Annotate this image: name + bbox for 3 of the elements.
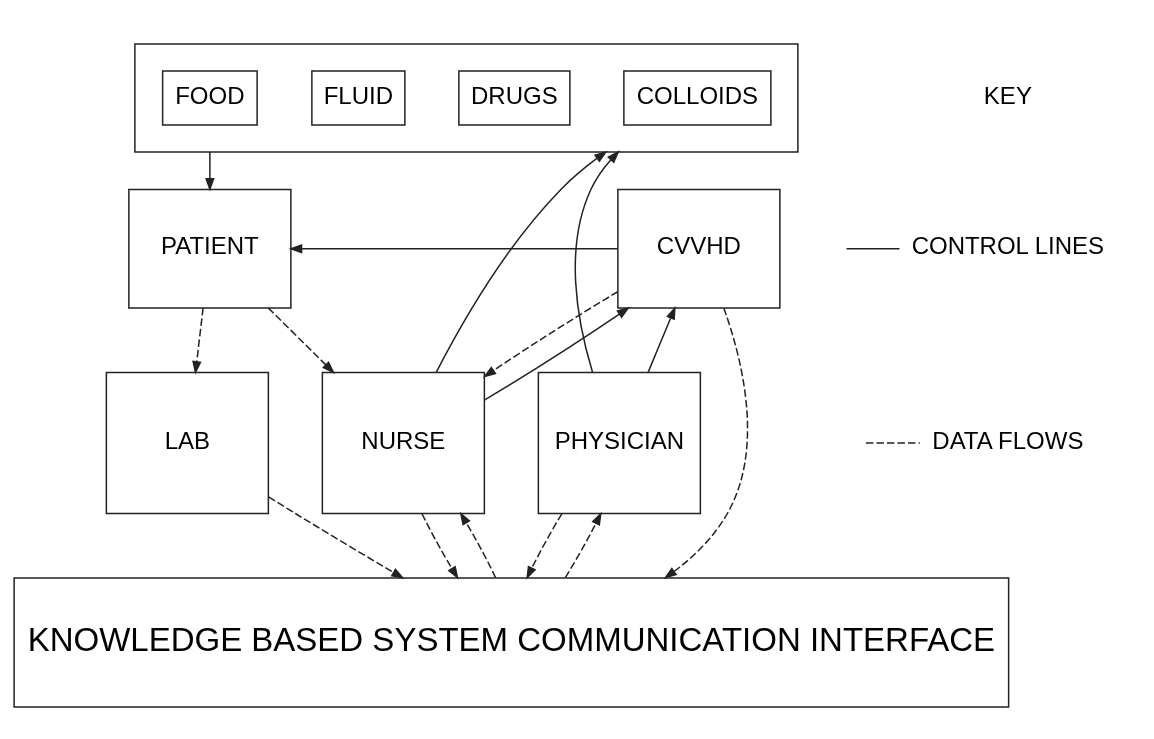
label: KEY [983, 81, 1032, 109]
legend-label: DATA FLOWS [932, 426, 1084, 454]
legend-label: CONTROL LINES [911, 232, 1105, 260]
